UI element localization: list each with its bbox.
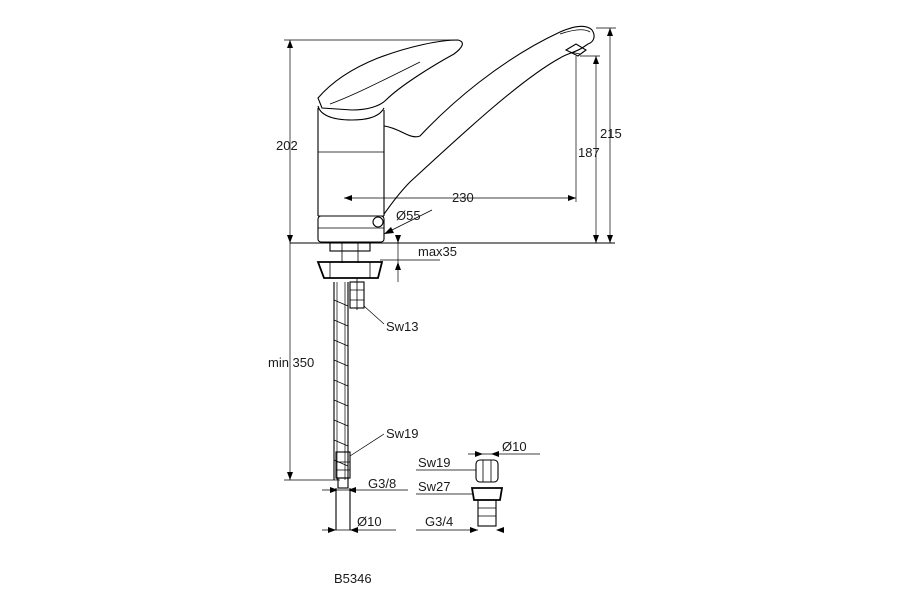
label-202: 202 [276,138,298,153]
mounting-hardware [316,242,384,310]
compression-nut-sw19 [475,459,499,483]
spout [383,25,595,215]
label-max35: max35 [418,244,457,259]
label-sw19: Sw19 [386,426,419,441]
aerator [564,43,587,57]
label-detail-sw19: Sw19 [418,455,451,470]
handle-cap [317,105,385,121]
lever-handle [317,39,463,111]
faucet-outline [317,25,595,244]
label-detail-sw27: Sw27 [418,479,451,494]
base-knob [372,216,384,228]
connector-detail [470,459,504,527]
product-code: B5346 [334,571,372,586]
dimension-lines [284,27,616,533]
label-d10: Ø10 [357,514,382,529]
label-sw13: Sw13 [386,319,419,334]
flexible-hoses [333,282,351,530]
fixing-plate [316,261,384,279]
label-d55: Ø55 [396,208,421,223]
label-230: 230 [452,190,474,205]
union-sw27 [470,487,504,501]
label-215: 215 [600,126,622,141]
label-g38: G3/8 [368,476,396,491]
thread-g34 [477,499,497,527]
label-detail-g34: G3/4 [425,514,453,529]
base-ring [317,215,385,243]
label-187: 187 [578,145,600,160]
dimension-labels: 202 215 187 230 Ø55 max35 min 350 Sw13 S… [268,126,622,586]
label-detail-d10: Ø10 [502,439,527,454]
label-min350: min 350 [268,355,314,370]
